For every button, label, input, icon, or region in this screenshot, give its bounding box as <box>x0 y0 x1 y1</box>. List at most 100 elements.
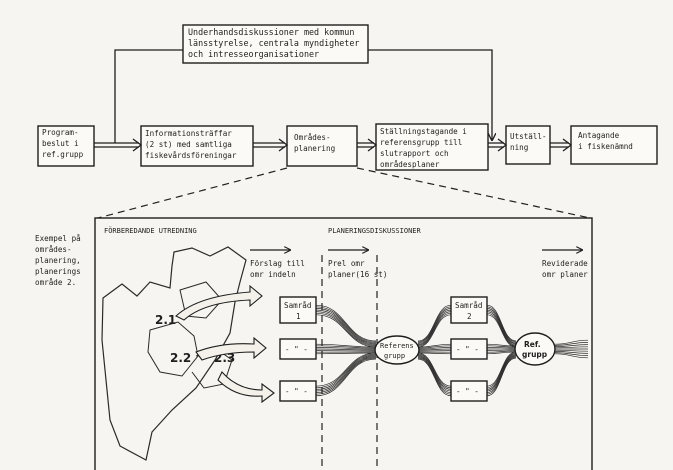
svg-text:Ref.: Ref. <box>524 340 541 349</box>
area-label-2-1: 2.1 <box>155 313 176 327</box>
svg-text:i fiskenämnd: i fiskenämnd <box>578 142 633 151</box>
svg-text:2.2: 2.2 <box>170 351 191 365</box>
svg-text:Samråd: Samråd <box>284 301 311 310</box>
svg-text:Ställningstagande i: Ställningstagande i <box>380 127 467 136</box>
svg-text:Referens: Referens <box>380 342 414 350</box>
box3-line-1: Områdes- <box>294 133 331 142</box>
detail-frame <box>94 217 593 470</box>
samrad-2-box <box>450 296 488 324</box>
box-utstallning <box>505 125 551 165</box>
svg-text:länsstyrelse, centrala myndigh: länsstyrelse, centrala myndigheter <box>188 38 359 48</box>
svg-text:Reviderade: Reviderade <box>542 259 588 268</box>
svg-text:ning: ning <box>510 143 528 152</box>
prel-line-1: Prel omr <box>328 259 365 268</box>
svg-text:Utställ-: Utställ- <box>510 132 547 141</box>
proposal-line-2: omr indeln <box>250 270 296 279</box>
ref2-line-2: grupp <box>522 350 548 359</box>
svg-text:Områdes-: Områdes- <box>294 133 331 142</box>
ref2-line-1: Ref. <box>524 340 541 349</box>
ditto-4: - " - <box>456 387 479 396</box>
svg-text:2: 2 <box>467 312 472 321</box>
svg-text:Prel omr: Prel omr <box>328 259 365 268</box>
box-antagande <box>570 125 658 165</box>
svg-text:Informationsträffar: Informationsträffar <box>145 129 232 138</box>
svg-text:Förslag till: Förslag till <box>250 259 305 268</box>
referensgrupp-ellipse <box>374 335 420 365</box>
box4-line-2: referensgrupp till <box>380 138 462 147</box>
ditto-2: - " - <box>285 387 308 396</box>
svg-text:Samråd: Samråd <box>455 301 482 310</box>
box1-line-2: beslut i <box>42 139 79 148</box>
top-box-line-2: länsstyrelse, centrala myndigheter <box>188 38 359 48</box>
ditto-3: - " - <box>456 345 479 354</box>
flow-streams <box>315 304 589 397</box>
svg-text:- " -: - " - <box>285 387 308 396</box>
svg-text:- " -: - " - <box>285 345 308 354</box>
svg-text:planer(16 st): planer(16 st) <box>328 270 387 279</box>
loop-down-arrow <box>368 49 492 140</box>
top-box-line-1: Underhandsdiskussioner med kommun <box>188 27 354 37</box>
ditto-box-4 <box>450 380 488 402</box>
svg-text:- " -: - " - <box>456 387 479 396</box>
note-line-2: områdes- <box>35 245 72 254</box>
svg-text:Underhandsdiskussioner med kom: Underhandsdiskussioner med kommun <box>188 27 354 37</box>
top-box-line-3: och intresseorganisationer <box>188 49 319 59</box>
svg-text:och intresseorganisationer: och intresseorganisationer <box>188 49 319 59</box>
box4-line-4: områdesplaner <box>380 160 440 169</box>
svg-text:2.1: 2.1 <box>155 313 176 327</box>
svg-text:områdesplaner: områdesplaner <box>380 160 440 169</box>
revised-line-2: omr planer <box>542 270 588 279</box>
box-omradesplanering <box>286 125 358 167</box>
samrad-1-line-2: 1 <box>296 312 301 321</box>
svg-text:1: 1 <box>296 312 301 321</box>
samrad-2-line-2: 2 <box>467 312 472 321</box>
box2-line-2: (2 st) med samtliga <box>145 140 232 149</box>
svg-text:(2 st) med samtliga: (2 st) med samtliga <box>145 140 232 149</box>
box6-line-1: Antagande <box>578 131 620 140</box>
ditto-box-3 <box>450 338 488 360</box>
svg-text:grupp: grupp <box>522 350 548 359</box>
box4-line-1: Ställningstagande i <box>380 127 467 136</box>
top-discussion-box <box>182 24 369 64</box>
ref1-line-1: Referens <box>380 342 414 350</box>
svg-text:omr indeln: omr indeln <box>250 270 296 279</box>
note-line-1: Exempel på <box>35 234 81 243</box>
phase-disc-heading: PLANERINGSDISKUSSIONER <box>328 227 422 235</box>
svg-text:fiskevårdsföreningar: fiskevårdsföreningar <box>145 151 237 160</box>
ditto-box-1 <box>279 338 317 360</box>
svg-text:Antagande: Antagande <box>578 131 620 140</box>
svg-text:omr planer: omr planer <box>542 270 588 279</box>
detail-panel: Exempel på områdes- planering, planering… <box>35 217 593 470</box>
svg-text:Program-: Program- <box>42 128 79 137</box>
ditto-1: - " - <box>285 345 308 354</box>
ref-grupp-ellipse <box>514 332 556 366</box>
box6-line-2: i fiskenämnd <box>578 142 633 151</box>
note-line-4: planerings <box>35 267 81 276</box>
svg-text:område 2.: område 2. <box>35 278 76 287</box>
svg-text:områdes-: områdes- <box>35 245 72 254</box>
box-program-beslut <box>37 125 95 167</box>
prel-line-2: planer(16 st) <box>328 270 387 279</box>
map-arrows <box>175 284 275 404</box>
proposal-line-1: Förslag till <box>250 259 305 268</box>
ditto-box-2 <box>279 380 317 402</box>
region-map: 2.1 2.2 2.3 <box>101 246 247 461</box>
phase-prep-heading: FÖRBEREDANDE UTREDNING <box>104 226 197 235</box>
svg-text:ref.grupp: ref.grupp <box>42 150 84 159</box>
box1-line-1: Program- <box>42 128 79 137</box>
revised-line-1: Reviderade <box>542 259 588 268</box>
box5-line-1: Utställ- <box>510 132 547 141</box>
box3-line-2: planering <box>294 144 335 153</box>
svg-text:planering: planering <box>294 144 335 153</box>
box2-line-3: fiskevårdsföreningar <box>145 151 237 160</box>
box1-line-3: ref.grupp <box>42 150 84 159</box>
svg-text:FÖRBEREDANDE UTREDNING: FÖRBEREDANDE UTREDNING <box>104 226 197 235</box>
svg-text:planerings: planerings <box>35 267 81 276</box>
note-line-3: planering, <box>35 256 81 265</box>
svg-text:PLANERINGSDISKUSSIONER: PLANERINGSDISKUSSIONER <box>328 227 422 235</box>
svg-text:referensgrupp till: referensgrupp till <box>380 138 462 147</box>
svg-text:- " -: - " - <box>456 345 479 354</box>
box2-line-1: Informationsträffar <box>145 129 232 138</box>
zoom-line-right <box>356 167 591 219</box>
